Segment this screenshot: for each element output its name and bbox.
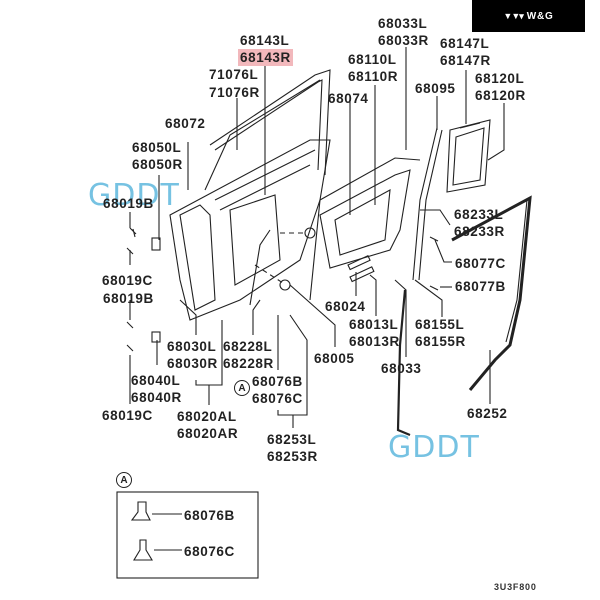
- door-glass: [319, 169, 411, 269]
- label-68252: 68252: [467, 406, 508, 421]
- brand-logo-icon: ▼▼▾: [503, 10, 523, 21]
- label-68077B: 68077B: [455, 279, 506, 294]
- detail-a-marker: A: [234, 380, 250, 396]
- diagram-code: 3U3F800: [494, 582, 537, 592]
- label-68019C-bot: 68019C: [102, 408, 153, 423]
- detail-box-a-frame: [116, 491, 259, 579]
- label-68253L: 68253L: [267, 432, 317, 447]
- label-68228L: 68228L: [223, 339, 273, 354]
- bolt-68019B-mid: [126, 321, 134, 329]
- leader-68077C: [434, 239, 452, 263]
- label-68147R: 68147R: [440, 53, 491, 68]
- screw-68077C: [429, 236, 439, 242]
- label-68095: 68095: [415, 81, 456, 96]
- label-68050R: 68050R: [132, 157, 183, 172]
- label-68120L: 68120L: [475, 71, 525, 86]
- label-68030R: 68030R: [167, 356, 218, 371]
- door-hinge-area: [179, 204, 216, 311]
- label-68050L: 68050L: [132, 140, 182, 155]
- bracket-68253: [277, 314, 308, 416]
- glass-run: [309, 157, 421, 301]
- label-71076R: 71076R: [209, 85, 260, 100]
- leader-68030: [179, 299, 197, 335]
- label-68040R: 68040R: [131, 390, 182, 405]
- label-68143R-highlighted: 68143R: [238, 49, 293, 66]
- leader-68005: [289, 284, 336, 347]
- label-68155R: 68155R: [415, 334, 466, 349]
- label-68228R: 68228R: [223, 356, 274, 371]
- door-weatherstrip: [451, 195, 532, 391]
- label-68019C-mid: 68019C: [102, 273, 153, 288]
- hinge-68050: [151, 237, 161, 251]
- label-68033L: 68033L: [378, 16, 428, 31]
- label-68013L: 68013L: [349, 317, 399, 332]
- leader-68120: [487, 103, 505, 161]
- label-68155L: 68155L: [415, 317, 465, 332]
- part-68005-grommet: [304, 227, 316, 239]
- label-68030L: 68030L: [167, 339, 217, 354]
- detail-label-68076C: 68076C: [184, 544, 235, 559]
- bolt-68019B-top: [129, 227, 137, 238]
- leader-68033-mid: [394, 279, 407, 357]
- leader-68013: [369, 274, 377, 316]
- bolt-68019C-mid: [126, 247, 134, 255]
- division-bar: [412, 127, 438, 281]
- clip-68076C-icon: [133, 539, 153, 561]
- brand-badge: ▼▼▾ W&G: [472, 0, 585, 32]
- label-68233L: 68233L: [454, 207, 504, 222]
- label-68076C: 68076C: [252, 391, 303, 406]
- watermark-right: GDDT: [388, 430, 480, 465]
- label-68072: 68072: [165, 116, 206, 131]
- door-lock-module: [229, 194, 281, 286]
- label-71076L: 71076L: [209, 67, 259, 82]
- label-68110L: 68110L: [348, 52, 397, 67]
- detail-box-a-marker: A: [116, 472, 132, 488]
- label-68233R: 68233R: [454, 224, 505, 239]
- label-68020AR: 68020AR: [177, 426, 239, 441]
- label-68033: 68033: [381, 361, 422, 376]
- bolt-68019C-bot: [126, 344, 134, 352]
- label-68147L: 68147L: [440, 36, 490, 51]
- label-68076B: 68076B: [252, 374, 303, 389]
- label-68040L: 68040L: [131, 373, 181, 388]
- label-68120R: 68120R: [475, 88, 526, 103]
- label-68019B-top: 68019B: [103, 196, 154, 211]
- part-68005-plug: [279, 279, 291, 291]
- watermark-left: GDDT: [88, 178, 180, 213]
- label-68005: 68005: [314, 351, 355, 366]
- window-frame-outer: [209, 69, 331, 176]
- hinge-68040: [151, 331, 161, 343]
- label-68253R: 68253R: [267, 449, 318, 464]
- clip-68076B-icon: [130, 501, 151, 521]
- door-inner-panel: [169, 139, 331, 321]
- rear-lower-channel: [396, 289, 411, 437]
- belt-molding: [204, 79, 321, 191]
- brand-name: W&G: [526, 10, 554, 22]
- label-68019B-mid: 68019B: [103, 291, 154, 306]
- part-68024: [347, 254, 371, 271]
- part-68013: [349, 266, 375, 283]
- label-68033R: 68033R: [378, 33, 429, 48]
- leader-68233: [420, 209, 451, 226]
- label-68024: 68024: [325, 299, 366, 314]
- screw-68077B: [429, 285, 439, 291]
- label-68074: 68074: [328, 91, 369, 106]
- detail-label-68076B: 68076B: [184, 508, 235, 523]
- leader-68155: [414, 279, 443, 317]
- window-frame-inner: [214, 79, 323, 171]
- label-68143L: 68143L: [240, 33, 290, 48]
- leader-68228: [252, 299, 261, 335]
- label-68020AL: 68020AL: [177, 409, 237, 424]
- label-68110R: 68110R: [348, 69, 399, 84]
- label-68077C: 68077C: [455, 256, 506, 271]
- label-68013R: 68013R: [349, 334, 400, 349]
